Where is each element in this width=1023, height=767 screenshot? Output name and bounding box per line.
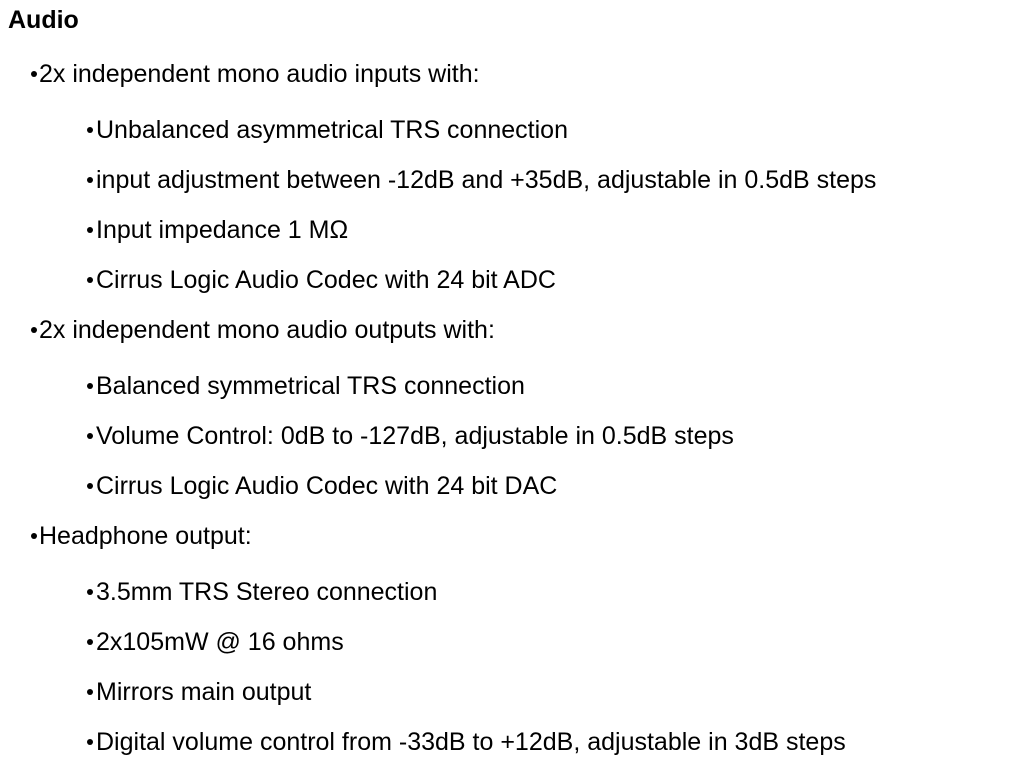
sub-list-item-label: 3.5mm TRS Stereo connection — [96, 578, 438, 606]
sub-list-item: 3.5mm TRS Stereo connection — [87, 578, 1023, 606]
sub-list-item-label: Mirrors main output — [96, 678, 312, 706]
sub-list-item: Balanced symmetrical TRS connection — [87, 372, 1023, 400]
sub-list-item: Input impedance 1 MΩ — [87, 216, 1023, 244]
sub-list-item: Cirrus Logic Audio Codec with 24 bit DAC — [87, 472, 1023, 500]
sub-list-item: Cirrus Logic Audio Codec with 24 bit ADC — [87, 266, 1023, 294]
list-item-label: 2x independent mono audio outputs with: — [39, 316, 495, 344]
sub-list-item-label: Digital volume control from -33dB to +12… — [96, 728, 846, 756]
list-item: 2x independent mono audio inputs with: Un… — [31, 60, 1023, 293]
sub-list-item-label: input adjustment between -12dB and +35dB… — [96, 166, 877, 194]
sub-list-item-label: Balanced symmetrical TRS connection — [96, 372, 525, 400]
audio-spec-list: 2x independent mono audio inputs with: Un… — [8, 62, 1023, 755]
sub-list-item-label: Input impedance 1 MΩ — [96, 216, 349, 244]
sub-list-item: Digital volume control from -33dB to +12… — [87, 728, 1023, 756]
sub-list-item: 2x105mW @ 16 ohms — [87, 628, 1023, 656]
sub-list-item: Mirrors main output — [87, 678, 1023, 706]
sub-list: 3.5mm TRS Stereo connection 2x105mW @ 16 … — [39, 580, 1023, 755]
sub-list-item: Unbalanced asymmetrical TRS connection — [87, 116, 1023, 144]
list-item: 2x independent mono audio outputs with: B… — [31, 316, 1023, 499]
list-item-label: Headphone output: — [39, 522, 252, 550]
sub-list-item-label: Cirrus Logic Audio Codec with 24 bit DAC — [96, 472, 558, 500]
page-title: Audio — [8, 6, 79, 34]
sub-list-item-label: 2x105mW @ 16 ohms — [96, 628, 344, 656]
sub-list-item: Volume Control: 0dB to -127dB, adjustabl… — [87, 422, 1023, 450]
sub-list-item: input adjustment between -12dB and +35dB… — [87, 166, 1023, 194]
sub-list-item-label: Unbalanced asymmetrical TRS connection — [96, 116, 568, 144]
sub-list-item-label: Volume Control: 0dB to -127dB, adjustabl… — [96, 422, 734, 450]
list-item: Headphone output: 3.5mm TRS Stereo connec… — [31, 522, 1023, 755]
list-item-label: 2x independent mono audio inputs with: — [39, 60, 480, 88]
sub-list: Unbalanced asymmetrical TRS connection in… — [39, 118, 1023, 293]
sub-list-item-label: Cirrus Logic Audio Codec with 24 bit ADC — [96, 266, 556, 294]
